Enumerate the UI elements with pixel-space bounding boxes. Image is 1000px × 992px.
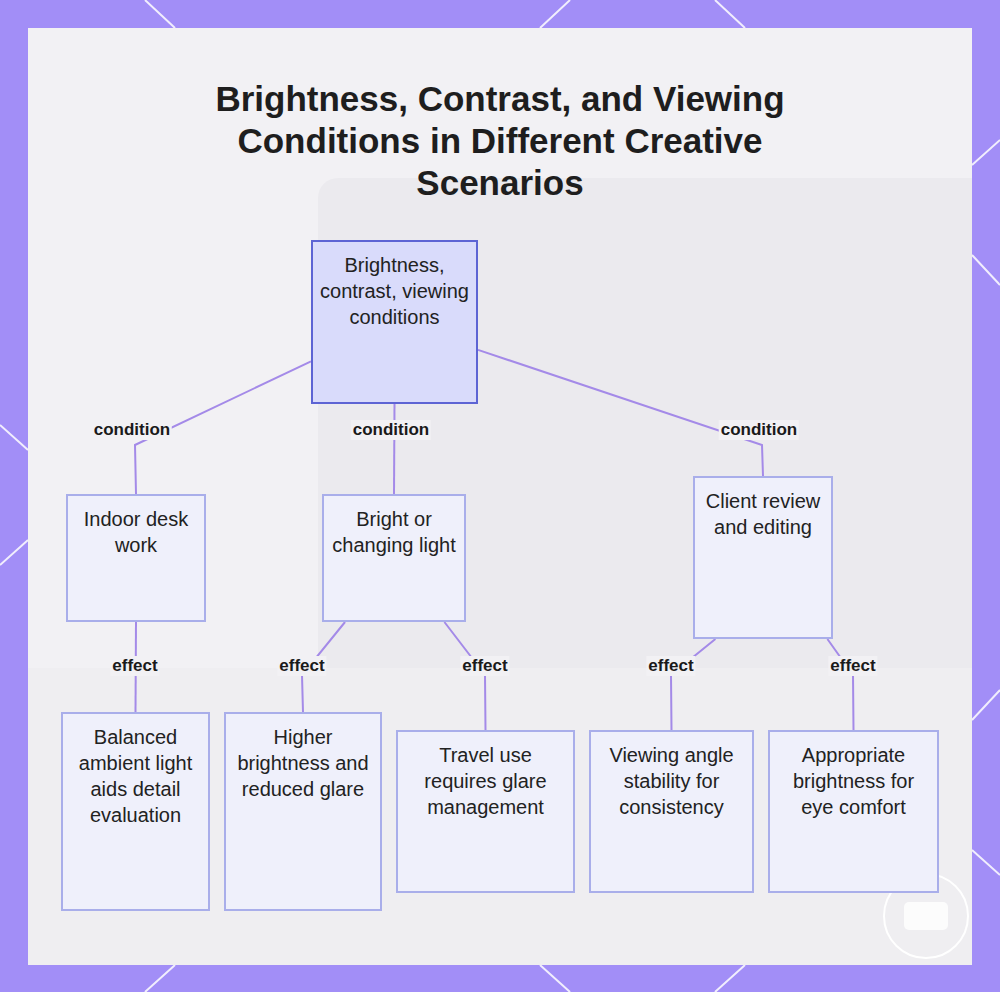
process-box: Appropriate brightness for eye comfort: [768, 730, 939, 893]
edge-label: condition: [351, 420, 431, 440]
connector-line: [478, 350, 763, 476]
node-text: Indoor desk work: [74, 506, 198, 558]
node-text: Viewing angle stability for consistency: [597, 742, 746, 820]
edge-label: condition: [92, 420, 172, 440]
process-box: Travel use requires glare management: [396, 730, 575, 893]
node-text: Appropriate brightness for eye comfort: [776, 742, 931, 820]
node-text: Brightness, contrast, viewing conditions: [319, 252, 470, 330]
connector-line: [393, 404, 396, 494]
connector-line: [671, 639, 715, 730]
corner-icon-glyph: [904, 902, 948, 930]
process-box: Balanced ambient light aids detail evalu…: [61, 712, 210, 911]
process-box: Client review and editing: [693, 476, 833, 639]
process-box: Bright or changing light: [322, 494, 466, 622]
node-text: Bright or changing light: [330, 506, 458, 558]
backdrop-desk: [28, 668, 972, 965]
connector-line: [444, 622, 485, 730]
edge-label: effect: [460, 656, 509, 676]
edge-label: effect: [828, 656, 877, 676]
process-box: Higher brightness and reduced glare: [224, 712, 382, 911]
node-text: Client review and editing: [701, 488, 825, 540]
edge-label: effect: [110, 656, 159, 676]
edge-label: effect: [646, 656, 695, 676]
edge-label: effect: [277, 656, 326, 676]
backdrop-screen: [318, 178, 972, 738]
connector-line: [827, 639, 853, 730]
node-text: Travel use requires glare management: [404, 742, 567, 820]
node-text: Higher brightness and reduced glare: [232, 724, 374, 802]
process-box: Viewing angle stability for consistency: [589, 730, 754, 893]
root-box: Brightness, contrast, viewing conditions: [311, 240, 478, 404]
diagram-title: Brightness, Contrast, and Viewing Condit…: [180, 78, 820, 204]
process-box: Indoor desk work: [66, 494, 206, 622]
node-text: Balanced ambient light aids detail evalu…: [69, 724, 202, 828]
edge-label: condition: [719, 420, 799, 440]
